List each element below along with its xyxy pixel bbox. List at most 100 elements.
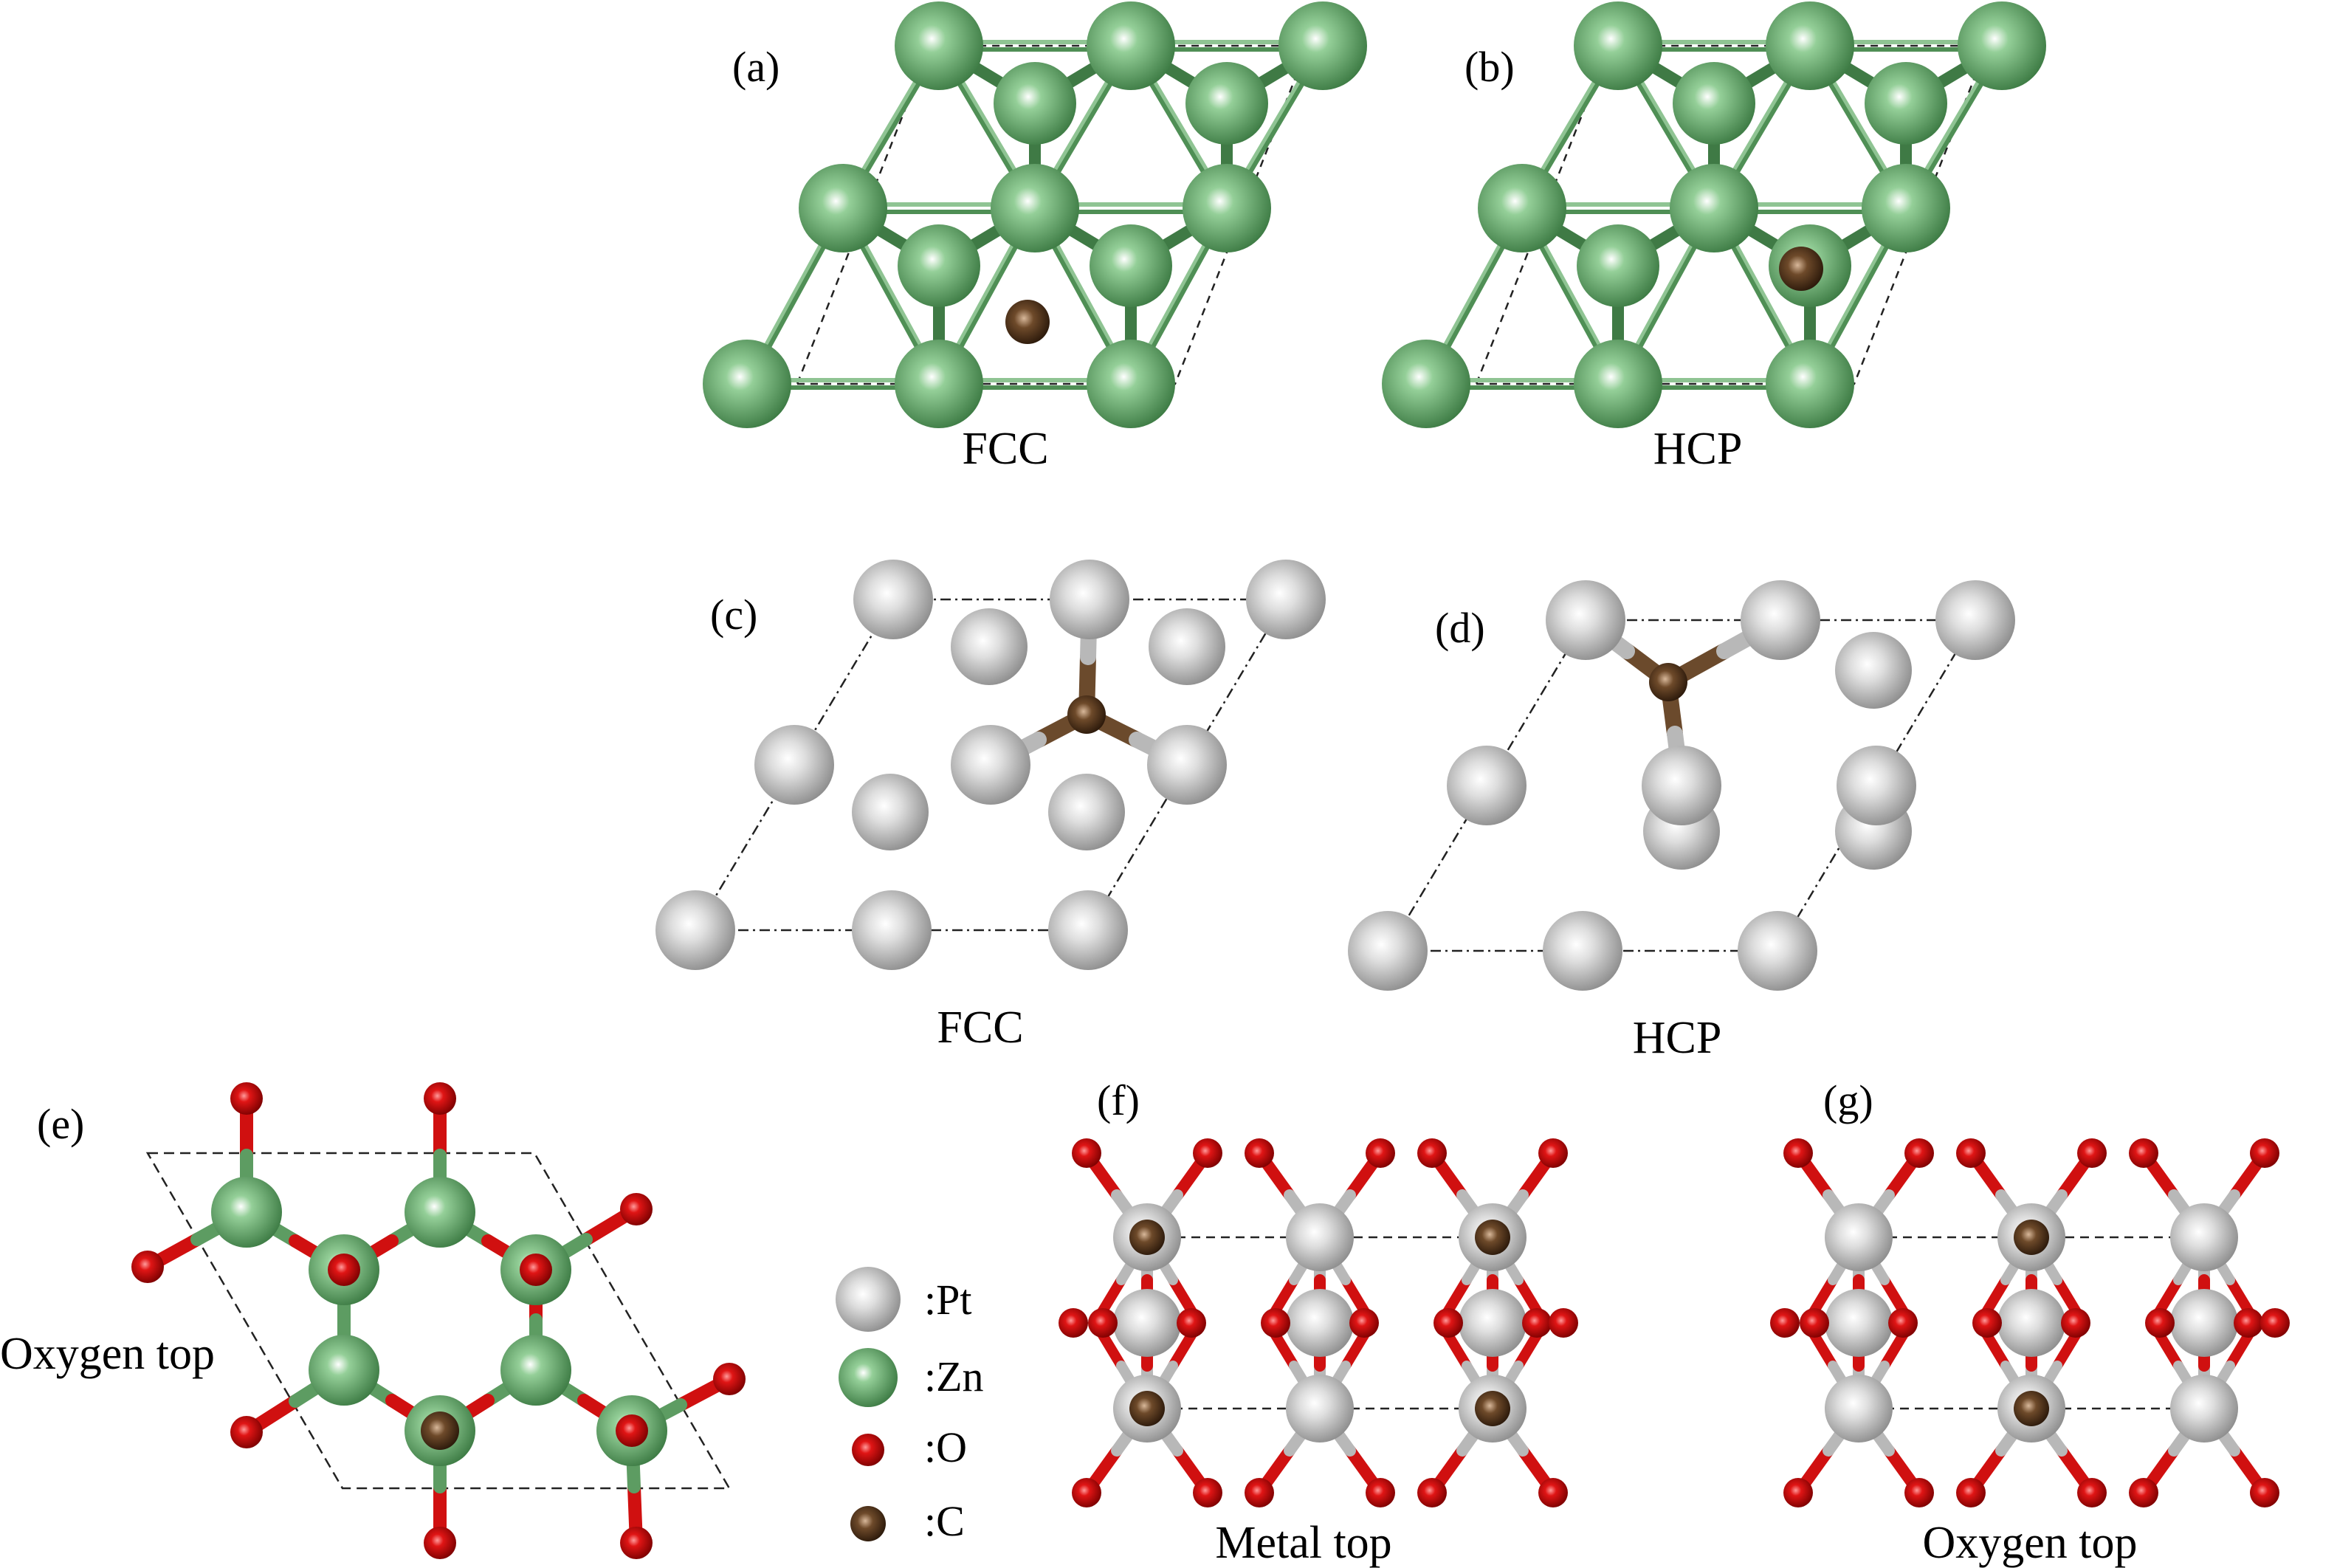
panel-c-tag: (c) <box>710 591 757 639</box>
legend-label-pt: :Pt <box>924 1276 972 1324</box>
panel-g: (g) Oxygen top <box>1770 1076 2290 1568</box>
o-atom <box>1783 1478 1813 1507</box>
pt-atom <box>1048 774 1125 850</box>
pt-atom <box>1741 580 1820 660</box>
unit-cell-outline <box>796 44 1309 385</box>
zn-atom <box>898 224 980 307</box>
o-atom <box>131 1251 164 1283</box>
panel-a: (a) FCC <box>703 1 1367 474</box>
pt-atom <box>951 608 1028 685</box>
legend: :Pt :Zn :O :C <box>836 1267 984 1545</box>
pt-atom <box>1286 1375 1354 1443</box>
o-atom <box>2129 1138 2158 1168</box>
zn-atom <box>895 1 983 90</box>
zn-atom <box>1865 62 1947 145</box>
atoms-b <box>1382 1 2046 428</box>
panel-f-tag: (f) <box>1097 1076 1140 1124</box>
panel-c-caption: FCC <box>937 1003 1023 1053</box>
pt-atom <box>1348 911 1428 991</box>
pt-atom <box>2170 1375 2238 1443</box>
pt-atom <box>655 890 735 970</box>
zn-atom <box>1673 62 1755 145</box>
zn-atom <box>1090 224 1172 307</box>
pt-atom <box>951 725 1030 805</box>
o-atom <box>1549 1308 1578 1338</box>
zn-atom <box>1183 164 1271 252</box>
o-atom <box>1417 1478 1447 1507</box>
panel-c: (c) FCC <box>655 560 1326 1053</box>
o-atom <box>424 1082 456 1115</box>
pt-atom <box>1149 608 1225 685</box>
o-atom <box>1193 1138 1222 1168</box>
zn-atom <box>703 340 791 428</box>
pt-atom <box>852 890 932 970</box>
legend-swatches <box>836 1267 901 1541</box>
o-atom <box>1800 1308 1829 1338</box>
o-atom <box>616 1414 648 1447</box>
o-atom <box>2234 1308 2263 1338</box>
panel-g-tag: (g) <box>1823 1076 1873 1124</box>
unit-cell-outline <box>1475 44 1989 385</box>
zn-atom <box>1382 340 1470 428</box>
panel-g-caption: Oxygen top <box>1922 1518 2137 1568</box>
zn-atom <box>1478 164 1566 252</box>
legend-label-zn: :Zn <box>924 1352 984 1400</box>
pt-atom <box>1825 1289 1893 1357</box>
c-atom <box>1475 1391 1510 1426</box>
o-atom <box>713 1363 746 1395</box>
panel-d: (d) HCP <box>1348 580 2015 1063</box>
o-atom <box>1072 1478 1101 1507</box>
o-atom <box>1888 1308 1918 1338</box>
c-atom <box>2014 1220 2049 1255</box>
o-atom <box>424 1527 456 1559</box>
c-atom <box>1005 300 1050 344</box>
o-atom <box>2145 1308 2175 1338</box>
pt-atom <box>852 774 929 850</box>
o-atom <box>1349 1308 1379 1338</box>
o-atom <box>852 1434 884 1466</box>
c-atom <box>421 1411 459 1450</box>
pt-atom <box>836 1267 901 1332</box>
zn-atom <box>1958 1 2046 90</box>
o-atom <box>1904 1138 1934 1168</box>
panel-d-tag: (d) <box>1435 604 1485 652</box>
atoms-a <box>703 1 1367 428</box>
pt-atom <box>1286 1203 1354 1271</box>
panel-a-caption: FCC <box>962 424 1048 474</box>
o-atom <box>1956 1478 1986 1507</box>
zn-atom <box>1574 1 1662 90</box>
c-atom <box>1129 1391 1165 1426</box>
c-atom <box>1475 1220 1510 1255</box>
panel-e-tag: (e) <box>37 1100 84 1148</box>
zn-atom <box>839 1348 898 1407</box>
o-atom <box>620 1527 653 1559</box>
o-atom <box>1783 1138 1813 1168</box>
c-atom <box>1129 1220 1165 1255</box>
pt-atom <box>1246 560 1326 639</box>
o-atom <box>520 1254 552 1286</box>
panel-d-caption: HCP <box>1633 1013 1722 1063</box>
o-atom <box>328 1254 360 1286</box>
pt-atom <box>1459 1289 1527 1357</box>
o-atom <box>2077 1478 2107 1507</box>
o-atom <box>2260 1308 2290 1338</box>
o-atom <box>230 1082 263 1115</box>
o-atom <box>2250 1478 2279 1507</box>
zn-atom <box>1670 164 1758 252</box>
c-atom <box>2014 1391 2049 1426</box>
zn-atom <box>500 1335 571 1406</box>
o-atom <box>1417 1138 1447 1168</box>
o-atom <box>1770 1308 1800 1338</box>
atoms-e <box>131 1082 746 1559</box>
pt-atom <box>1050 560 1129 639</box>
pt-atom <box>754 725 834 805</box>
pt-atom <box>1935 580 2015 660</box>
o-atom <box>1366 1138 1395 1168</box>
unit-cell-b <box>1475 44 1989 385</box>
zn-atom <box>1862 164 1950 252</box>
pt-atom <box>1825 1203 1893 1271</box>
unit-cell-e <box>145 1152 732 1490</box>
atoms-c <box>655 560 1326 970</box>
zn-atom <box>1087 340 1175 428</box>
pt-atom <box>1546 580 1625 660</box>
